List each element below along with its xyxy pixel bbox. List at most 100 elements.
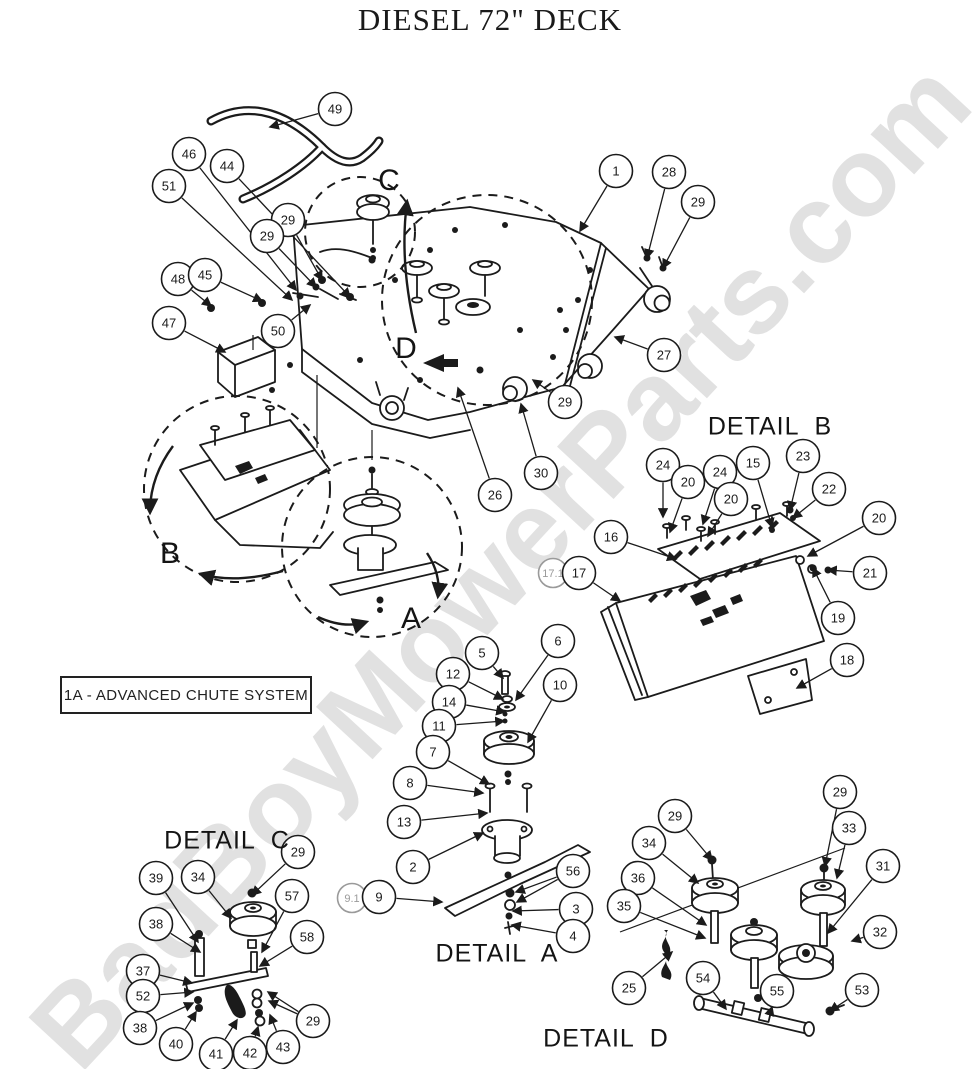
- leader-line: [266, 991, 298, 1012]
- detail-b-drawing: [601, 502, 832, 714]
- leader-line: [297, 235, 323, 282]
- callout-13: 13: [388, 806, 421, 839]
- leader-line: [455, 386, 489, 478]
- callout-52: 52: [127, 980, 160, 1013]
- leader-line: [268, 1013, 279, 1031]
- mower-blade: [445, 845, 590, 916]
- leader-line: [261, 911, 284, 954]
- callout-16: 16: [595, 521, 628, 554]
- leader-line: [493, 666, 505, 680]
- leader-line: [593, 583, 622, 602]
- svg-text:50: 50: [271, 324, 285, 339]
- callout-50: 50: [262, 315, 295, 348]
- leader-line: [518, 402, 536, 456]
- leader-line: [225, 1018, 238, 1039]
- svg-text:7: 7: [429, 745, 436, 760]
- leader-line: [221, 282, 264, 303]
- callout-15: 15: [737, 447, 770, 480]
- section-letter-c: C: [378, 164, 400, 197]
- callout-34: 34: [182, 861, 215, 894]
- svg-text:53: 53: [855, 983, 869, 998]
- callout-28: 28: [653, 156, 686, 189]
- svg-text:29: 29: [668, 809, 682, 824]
- svg-text:24: 24: [656, 458, 670, 473]
- leader-line: [267, 999, 297, 1014]
- svg-text:24: 24: [713, 465, 727, 480]
- leader-line: [834, 845, 845, 880]
- detail-c-circle: [305, 177, 415, 287]
- svg-text:29: 29: [691, 195, 705, 210]
- callout-2: 2: [397, 851, 430, 884]
- callout-46: 46: [173, 138, 206, 171]
- leader-line: [514, 877, 557, 894]
- main-deck-drawing: [206, 111, 670, 438]
- svg-text:29: 29: [291, 845, 305, 860]
- svg-text:20: 20: [724, 492, 738, 507]
- callout-29: 29: [282, 836, 315, 869]
- leader-line: [469, 682, 505, 700]
- leader-line: [579, 186, 607, 233]
- svg-text:16: 16: [604, 530, 618, 545]
- svg-text:25: 25: [622, 981, 636, 996]
- leader-line: [812, 566, 830, 602]
- callout-10: 10: [544, 669, 577, 702]
- leader-line: [527, 700, 551, 744]
- callout-55: 55: [761, 975, 794, 1008]
- leader-line: [396, 896, 444, 907]
- callout-33: 33: [833, 812, 866, 845]
- leader-line: [268, 114, 318, 130]
- svg-text:55: 55: [770, 984, 784, 999]
- svg-text:26: 26: [488, 488, 502, 503]
- svg-text:36: 36: [631, 871, 645, 886]
- callout-27: 27: [648, 339, 681, 372]
- leader-line: [827, 880, 872, 935]
- leader-line: [662, 217, 690, 270]
- detail-d-circle: [382, 195, 592, 405]
- callout-49: 49: [319, 93, 352, 126]
- callout-4: 4: [557, 920, 590, 953]
- leader-line: [250, 1025, 261, 1037]
- svg-text:48: 48: [171, 272, 185, 287]
- leader-line: [466, 705, 507, 716]
- svg-text:34: 34: [642, 836, 656, 851]
- callout-7: 7: [417, 736, 450, 769]
- svg-text:51: 51: [162, 179, 176, 194]
- callout-5: 5: [466, 637, 499, 670]
- callout-47: 47: [153, 307, 186, 340]
- leader-line: [644, 189, 665, 260]
- spindle-circle-drawing: [282, 430, 462, 637]
- detail-d-drawing: [620, 848, 845, 1036]
- svg-text:23: 23: [796, 449, 810, 464]
- leader-line: [850, 933, 863, 944]
- callout-45: 45: [189, 259, 222, 292]
- callout-20: 20: [672, 466, 705, 499]
- svg-text:57: 57: [285, 889, 299, 904]
- svg-text:39: 39: [149, 871, 163, 886]
- svg-text:38: 38: [133, 1021, 147, 1036]
- svg-text:49: 49: [328, 102, 342, 117]
- svg-text:17: 17: [572, 566, 586, 581]
- detail-title-detail-b: DETAIL B: [707, 412, 833, 441]
- view-arrow-left: [423, 354, 458, 372]
- callout-29: 29: [682, 186, 715, 219]
- callout-44: 44: [211, 150, 244, 183]
- svg-text:6: 6: [554, 634, 561, 649]
- leader-line: [185, 1010, 197, 1029]
- leader-line: [239, 179, 352, 299]
- leader-line: [787, 473, 799, 512]
- leader-line: [707, 514, 722, 538]
- shaft-54: [698, 998, 810, 1034]
- svg-text:20: 20: [872, 511, 886, 526]
- callout-26: 26: [479, 479, 512, 512]
- callout-36: 36: [622, 862, 655, 895]
- svg-text:52: 52: [136, 989, 150, 1004]
- svg-text:9.1: 9.1: [344, 893, 359, 905]
- callout-21: 21: [854, 557, 887, 590]
- callout-22: 22: [813, 473, 846, 506]
- leader-line: [209, 891, 232, 920]
- svg-text:12: 12: [446, 667, 460, 682]
- callout-39: 39: [140, 862, 173, 895]
- leader-line: [515, 655, 548, 702]
- detail-b-circle: [144, 396, 330, 582]
- leader-line: [166, 893, 199, 944]
